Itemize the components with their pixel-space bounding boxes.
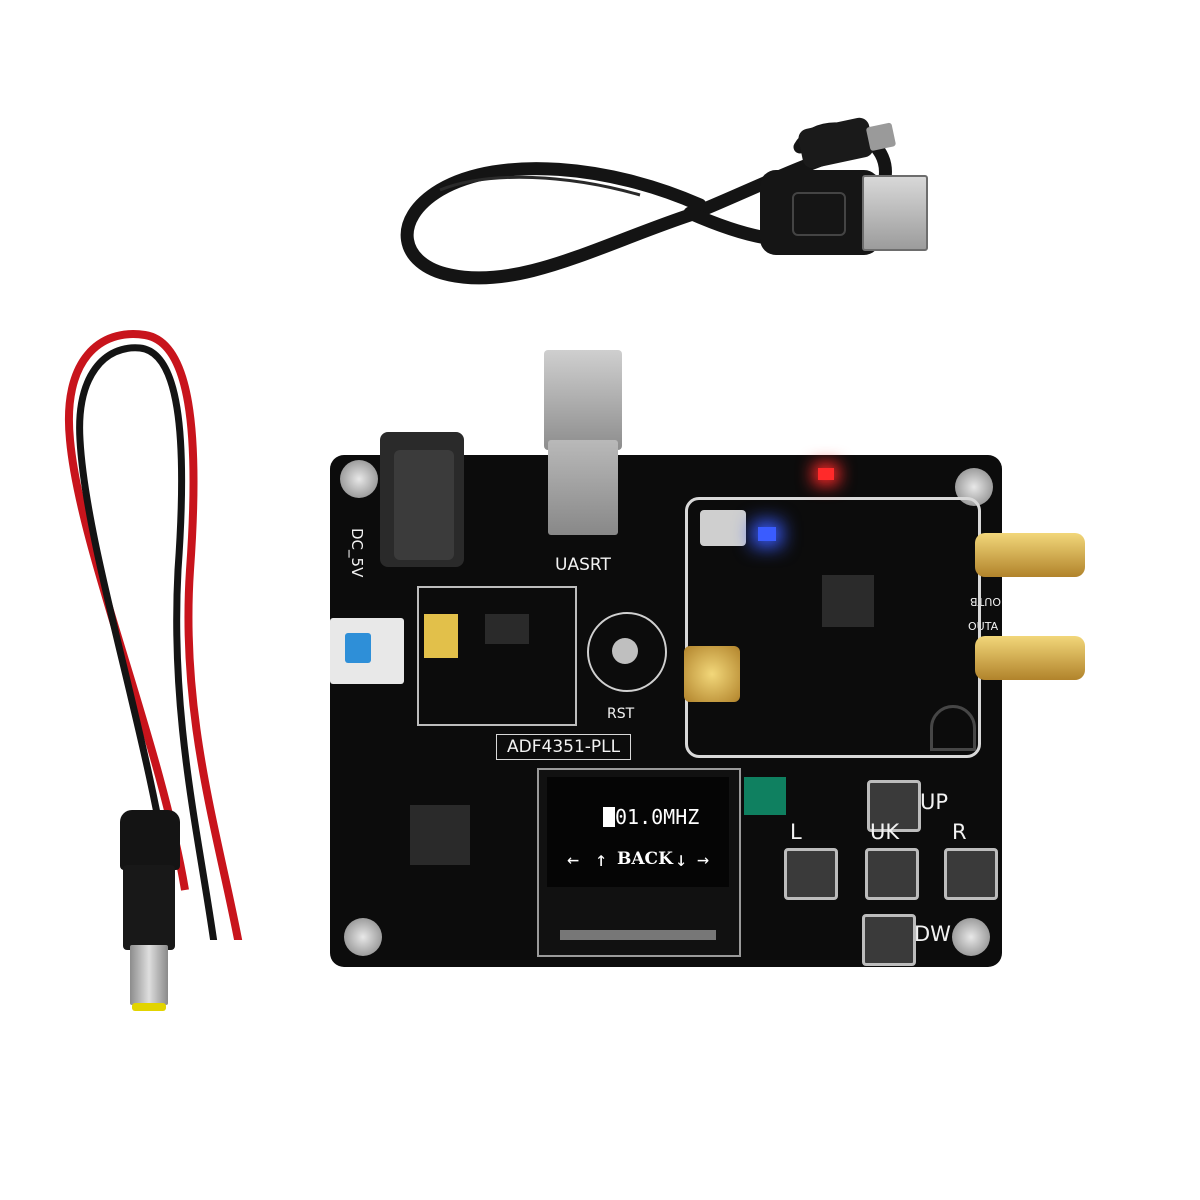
microcontroller-chip — [410, 805, 470, 865]
status-led-blue — [758, 527, 776, 541]
ok-button-label: UK — [870, 820, 900, 844]
usb-cable — [400, 117, 896, 285]
right-button-label: R — [952, 820, 967, 844]
usb-symbol-icon — [792, 192, 846, 236]
mounting-screw — [340, 460, 378, 498]
mini-usb-port-body — [548, 440, 618, 535]
tantalum-capacitor — [424, 614, 458, 658]
ok-button[interactable] — [865, 848, 919, 900]
oled-flex-cable — [560, 930, 716, 940]
mounting-screw — [344, 918, 382, 956]
oled-frequency: 01.0MHZ — [615, 805, 700, 829]
reset-button[interactable] — [612, 638, 638, 664]
reset-label: RST — [607, 706, 635, 722]
left-button-label: L — [790, 820, 802, 844]
oled-screen: 01.0MHZ ← ↑ BACK ↓ → — [547, 777, 729, 887]
regulator-chip — [485, 614, 529, 644]
oled-back-label: BACK — [617, 849, 673, 869]
usb-a-metal — [862, 175, 928, 251]
rf-shield-outline — [685, 497, 981, 758]
right-button[interactable] — [944, 848, 998, 900]
crystal-oscillator — [700, 510, 746, 546]
adf4351-chip — [822, 575, 874, 627]
usb-label: UASRT — [555, 555, 611, 575]
mini-usb-port — [544, 350, 622, 450]
board-title-label: ADF4351-PLL — [496, 734, 632, 760]
power-label: DC_5V — [348, 528, 366, 578]
dc-barrel-plug-tip — [130, 945, 168, 1005]
down-button[interactable] — [862, 914, 916, 966]
outa-label: OUTA — [968, 620, 999, 633]
status-led-red — [818, 468, 834, 480]
down-button-label: DW — [914, 922, 951, 946]
dc-power-cable — [64, 330, 243, 940]
oled-up-arrow: ↑ — [595, 847, 608, 871]
oled-left-arrow: ← — [567, 847, 580, 871]
dc-barrel-plug-end — [132, 1003, 166, 1011]
green-pad — [744, 777, 786, 815]
power-switch-knob[interactable] — [345, 633, 371, 663]
reset-button-outline — [587, 612, 667, 692]
oled-down-arrow: ↓ — [675, 847, 688, 871]
sma-connector-ref — [684, 646, 740, 702]
sma-connector-outb — [975, 533, 1085, 577]
dc-jack-barrel — [394, 450, 454, 560]
dc-cable-strain-relief — [120, 810, 180, 870]
left-button[interactable] — [784, 848, 838, 900]
sma-connector-outa — [975, 636, 1085, 680]
up-button-label: UP — [920, 790, 949, 814]
regulator-area-outline — [417, 586, 577, 726]
wireless-logo-icon — [930, 705, 976, 751]
oled-right-arrow: → — [697, 847, 710, 871]
up-button[interactable] — [867, 780, 921, 832]
oled-cursor — [603, 807, 615, 827]
dc-barrel-plug-body — [123, 865, 175, 950]
usb-a-plug — [760, 170, 880, 255]
mounting-screw — [952, 918, 990, 956]
